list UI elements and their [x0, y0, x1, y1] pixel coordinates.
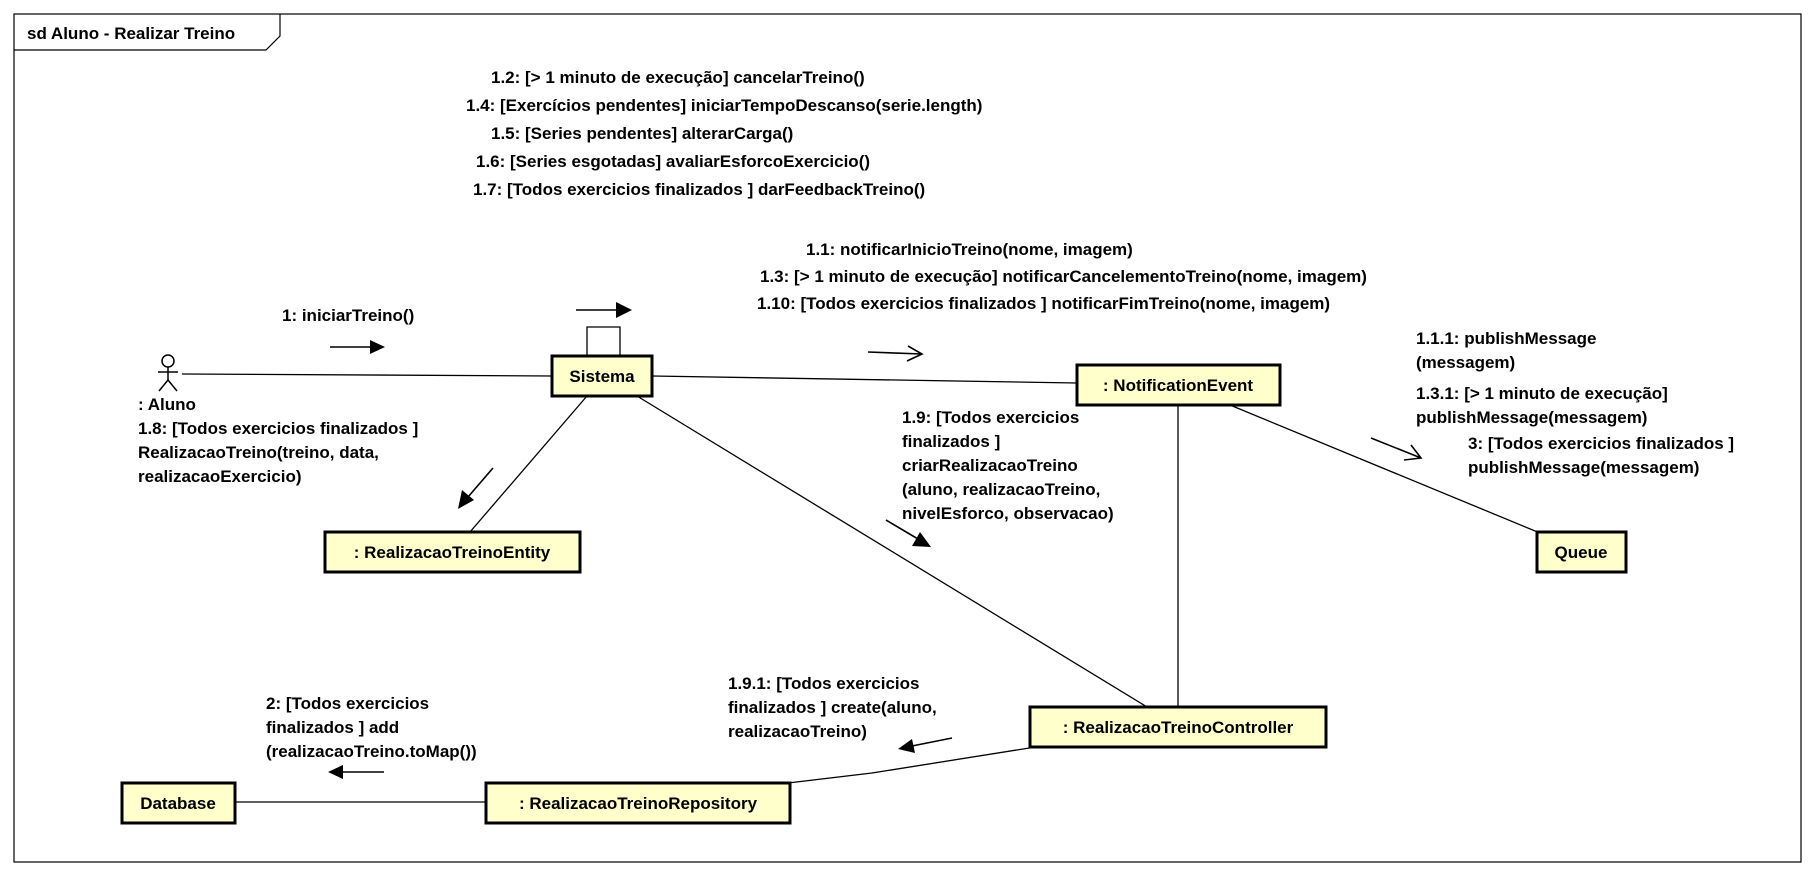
arrowhead-controller-repository — [898, 739, 915, 753]
message-label: 1.5: [Series pendentes] alterarCarga() — [491, 124, 793, 143]
arrowhead-sistema-entity — [458, 490, 474, 509]
messages-controller-repository: 1.9.1: [Todos exercicios finalizados ] c… — [728, 674, 937, 741]
message-label: (messagem) — [1416, 353, 1515, 372]
message-label: 1.1.1: publishMessage — [1416, 329, 1596, 348]
message-label: publishMessage(messagem) — [1416, 408, 1647, 427]
arrow-sistema-entity — [467, 467, 494, 498]
message-label: 1.9.1: [Todos exercicios — [728, 674, 919, 693]
node-realizacao-treino-entity[interactable]: : RealizacaoTreinoEntity — [323, 530, 582, 574]
node-realizacao-treino-repository[interactable]: : RealizacaoTreinoRepository — [484, 781, 792, 825]
messages-aluno-sistema: 1: iniciarTreino() — [282, 306, 414, 325]
messages-sistema-controller: 1.9: [Todos exercicios finalizados ] cri… — [902, 408, 1114, 523]
message-label: 1.2: [> 1 minuto de execução] cancelarTr… — [491, 68, 865, 87]
arrowhead-sistema-notification — [906, 345, 924, 362]
message-label: 1.4: [Exercícios pendentes] iniciarTempo… — [466, 96, 982, 115]
message-label: nivelEsforco, observacao) — [902, 504, 1114, 523]
arrowhead-aluno-sistema — [370, 340, 385, 354]
link-notification-queue — [1229, 404, 1541, 534]
link-sistema-controller — [636, 395, 1148, 708]
arrow-notification-queue — [1370, 437, 1422, 459]
arrowhead-notification-queue — [1403, 444, 1423, 461]
message-label: publishMessage(messagem) — [1468, 458, 1699, 477]
node-box-sistema — [550, 354, 654, 398]
node-box-realizacao-treino-controller — [1028, 705, 1328, 749]
actor-name: : Aluno — [138, 395, 196, 414]
link-aluno-sistema — [181, 373, 553, 377]
message-label: finalizados ] create(aluno, — [728, 698, 937, 717]
node-sistema[interactable]: Sistema — [550, 354, 654, 398]
messages-notification-queue: 1.1.1: publishMessage (messagem) 1.3.1: … — [1416, 329, 1734, 477]
message-label: RealizacaoTreino(treino, data, — [138, 443, 379, 462]
message-label: 3: [Todos exercicios finalizados ] — [1468, 434, 1734, 453]
diagram-frame — [13, 13, 1802, 863]
node-box-database — [120, 781, 237, 825]
node-label-realizacao-treino-controller: : RealizacaoTreinoController — [1063, 718, 1294, 737]
message-label: 1.6: [Series esgotadas] avaliarEsforcoEx… — [476, 152, 870, 171]
node-label-sistema: Sistema — [569, 367, 635, 386]
arrowhead-self-sistema — [616, 302, 632, 318]
arrowhead-sistema-controller — [912, 532, 931, 547]
node-queue[interactable]: Queue — [1535, 530, 1628, 574]
arrow-sistema-notification — [867, 351, 923, 355]
message-label: (aluno, realizacaoTreino, — [902, 480, 1100, 499]
message-label: 1: iniciarTreino() — [282, 306, 414, 325]
node-label-realizacao-treino-entity: : RealizacaoTreinoEntity — [354, 543, 551, 562]
message-label: 1.8: [Todos exercicios finalizados ] — [138, 419, 418, 438]
arrow-controller-repository — [911, 737, 953, 747]
message-label: realizacaoTreino) — [728, 722, 867, 741]
link-controller-repository — [787, 745, 1043, 784]
frame-title: sd Aluno - Realizar Treino — [27, 24, 235, 43]
messages-sistema-entity: 1.8: [Todos exercicios finalizados ] Rea… — [138, 419, 418, 486]
node-box-notification-event — [1075, 363, 1282, 407]
node-label-notification-event: : NotificationEvent — [1103, 376, 1254, 395]
self-loop-sistema — [586, 326, 621, 356]
message-label: finalizados ] add — [266, 718, 399, 737]
messages-repository-database: 2: [Todos exercicios finalizados ] add (… — [266, 694, 477, 761]
message-label: 1.7: [Todos exercicios finalizados ] dar… — [473, 180, 925, 199]
message-label: realizacaoExercicio) — [138, 467, 301, 486]
node-label-database: Database — [140, 794, 216, 813]
message-label: 1.10: [Todos exercicios finalizados ] no… — [757, 294, 1330, 313]
message-label: 1.1: notificarInicioTreino(nome, imagem) — [806, 240, 1133, 259]
message-label: criarRealizacaoTreino — [902, 456, 1078, 475]
links — [181, 326, 1541, 803]
arrow-sistema-controller — [885, 519, 919, 540]
link-sistema-entity — [469, 395, 588, 533]
message-label: 1.3.1: [> 1 minuto de execução] — [1416, 384, 1668, 403]
link-sistema-notification — [651, 375, 1078, 384]
node-notification-event[interactable]: : NotificationEvent — [1075, 363, 1282, 407]
actor-aluno[interactable]: : Aluno — [138, 354, 196, 414]
node-realizacao-treino-controller[interactable]: : RealizacaoTreinoController — [1028, 705, 1328, 749]
actor-right-leg — [167, 379, 178, 392]
message-label: 2: [Todos exercicios — [266, 694, 429, 713]
message-label: 1.3: [> 1 minuto de execução] notificarC… — [760, 267, 1367, 286]
arrowhead-repository-database — [328, 765, 343, 779]
actor-head — [161, 354, 175, 368]
message-arrows — [328, 302, 1423, 779]
message-label: 1.9: [Todos exercicios — [902, 408, 1079, 427]
node-database[interactable]: Database — [120, 781, 237, 825]
node-box-realizacao-treino-repository — [484, 781, 792, 825]
message-label: (realizacaoTreino.toMap()) — [266, 742, 477, 761]
node-box-queue — [1535, 530, 1628, 574]
node-box-realizacao-treino-entity — [323, 530, 582, 574]
frame-tab — [14, 14, 281, 51]
actor-left-leg — [158, 379, 169, 392]
messages-self-sistema: 1.2: [> 1 minuto de execução] cancelarTr… — [466, 68, 982, 199]
node-label-realizacao-treino-repository: : RealizacaoTreinoRepository — [519, 794, 758, 813]
node-label-queue: Queue — [1555, 543, 1608, 562]
messages-sistema-notification: 1.1: notificarInicioTreino(nome, imagem)… — [757, 240, 1367, 313]
message-label: finalizados ] — [902, 432, 1000, 451]
